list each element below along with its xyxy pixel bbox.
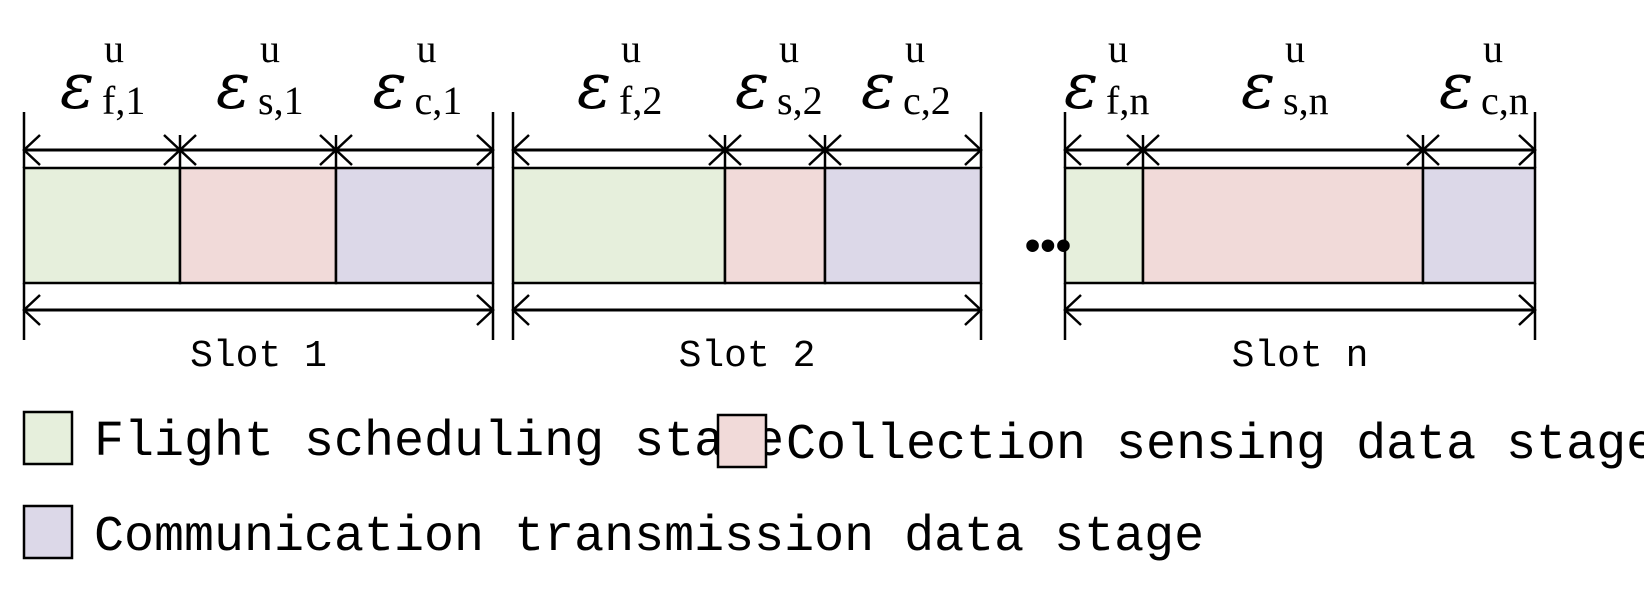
slot-1-total-arrow <box>22 294 495 326</box>
legend-swatch-collection <box>716 413 768 469</box>
slot-2-label: Slot 2 <box>679 335 816 378</box>
legend-item-communication: Communication transmission data stage <box>22 504 1204 566</box>
slot-1-label: Slot 1 <box>190 335 327 378</box>
slot-2-collection-duration-arrow <box>723 134 827 166</box>
slot-1-communication-duration-arrow <box>334 134 495 166</box>
legend-label-collection: Collection sensing data stage <box>786 417 1644 474</box>
slot-2-communication-duration-arrow <box>823 134 983 166</box>
legend-label-flight: Flight scheduling stage <box>94 414 784 471</box>
ellipsis: ••• <box>1025 221 1071 270</box>
slot-3-total-arrow <box>1063 294 1537 326</box>
slot-3-flight-segment <box>1063 166 1145 285</box>
slot-2-flight-segment <box>511 166 727 285</box>
slot-3-label: Slot n <box>1232 335 1369 378</box>
slot-3-flight-duration-arrow <box>1063 134 1145 166</box>
slot-2-flight-duration-arrow <box>511 134 727 166</box>
slot-1-collection-duration-arrow <box>178 134 338 166</box>
slot-2-collection-segment <box>723 166 827 285</box>
legend-swatch-communication <box>22 504 74 560</box>
slot-1-flight-segment <box>22 166 182 285</box>
slot-1-communication-segment <box>334 166 495 285</box>
slot-3-collection-segment <box>1141 166 1425 285</box>
legend-item-collection: Collection sensing data stage <box>716 413 1644 474</box>
slot-3-communication-duration-arrow <box>1421 134 1537 166</box>
legend-swatch-flight <box>22 410 74 466</box>
slot-3-communication-segment <box>1421 166 1537 285</box>
slot-1-flight-duration-arrow <box>22 134 182 166</box>
legend-label-communication: Communication transmission data stage <box>94 509 1204 566</box>
slot-1-collection-segment <box>178 166 338 285</box>
slot-3-collection-duration-arrow <box>1141 134 1425 166</box>
slot-2-communication-segment <box>823 166 983 285</box>
legend-item-flight: Flight scheduling stage <box>22 410 784 471</box>
slot-2-total-arrow <box>511 294 983 326</box>
